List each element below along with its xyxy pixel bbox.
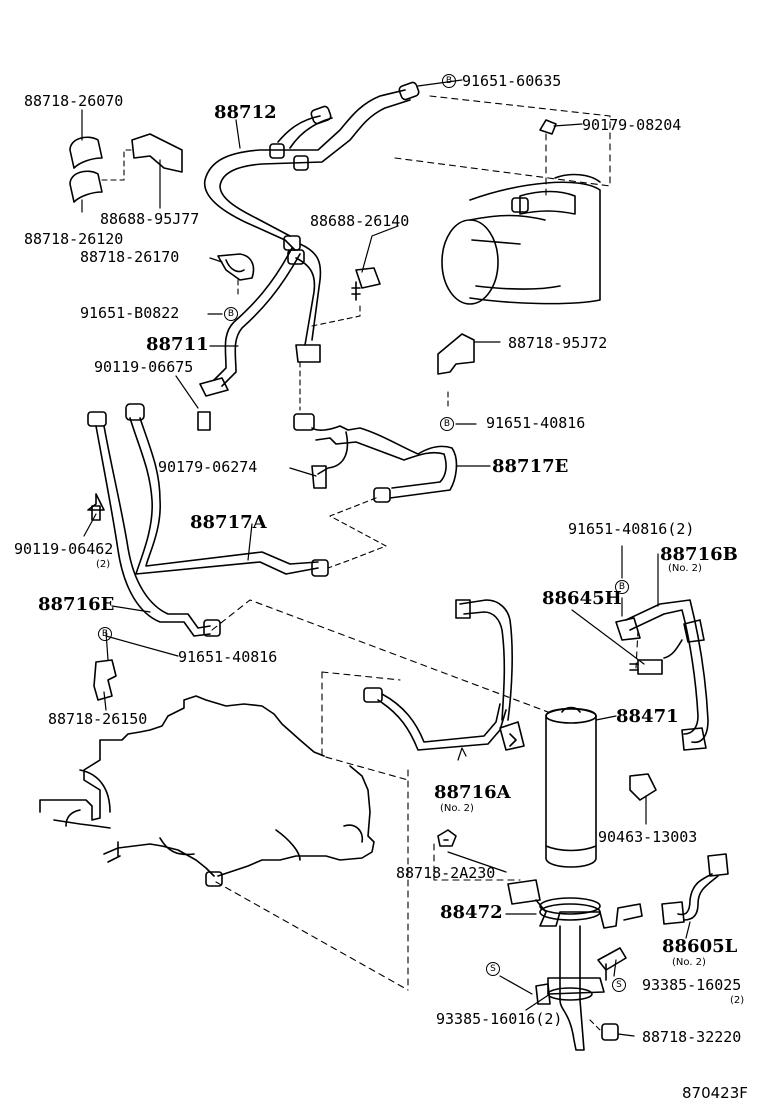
pipe-88717A [87, 403, 329, 637]
label-91651-B0822: 91651-B0822 [80, 304, 180, 322]
label-93385-16025: 93385-16025 [642, 976, 742, 994]
bolt-marker-b: B [224, 307, 238, 321]
label-90179-06274: 90179-06274 [158, 458, 258, 476]
label-93385-16016: 93385-16016(2) [436, 1010, 563, 1028]
label-88712: 88712 [214, 102, 277, 123]
label-88718-26170: 88718-26170 [80, 248, 180, 266]
clamp-88718-26150 [93, 659, 117, 701]
hose-88716A [363, 599, 525, 751]
bolt-marker-b: B [440, 417, 454, 431]
label-88716E: 88716E [38, 594, 115, 615]
label-88605L: 88605L [662, 936, 738, 957]
under-cover-panel [39, 695, 375, 887]
receiver-dryer-88471 [545, 706, 657, 868]
label-90179-08204: 90179-08204 [582, 116, 682, 134]
bolt-marker-b: B [615, 580, 629, 594]
label-91651-40816-2: 91651-40816(2) [568, 520, 695, 538]
label-88716A: 88716A [434, 782, 511, 803]
label-88718-26120: 88718-26120 [24, 230, 124, 248]
switch-88605L [661, 853, 729, 925]
clamps-top-left [69, 133, 475, 431]
clip-88718-2A230 [437, 829, 457, 847]
label-88718-26070: 88718-26070 [24, 92, 124, 110]
label-88716B: 88716B [660, 544, 738, 565]
qty-93385-16025: (2) [730, 995, 745, 1006]
hose-88711 [199, 247, 301, 397]
label-88717A: 88717A [190, 512, 267, 533]
label-88718-32220: 88718-32220 [642, 1028, 742, 1046]
pipe-88717E [293, 361, 458, 569]
label-88645H: 88645H [542, 588, 622, 609]
bracket-88472 [507, 879, 643, 1051]
label-90119-06675: 90119-06675 [94, 358, 194, 376]
hose-88712 [203, 81, 420, 363]
label-88717E: 88717E [492, 456, 569, 477]
note-88716B: (No. 2) [668, 563, 702, 574]
note-88716A: (No. 2) [440, 803, 474, 814]
label-88711: 88711 [146, 334, 209, 355]
leader-lines [81, 79, 691, 1037]
bolt-marker-b: B [442, 74, 456, 88]
compressor [394, 95, 611, 305]
label-90119-06462: 90119-06462 [14, 540, 114, 558]
hose-88716B [615, 599, 709, 751]
label-90463-13003: 90463-13003 [598, 828, 698, 846]
bolt-marker-b: B [98, 627, 112, 641]
label-88472: 88472 [440, 902, 503, 923]
note-88605L: (No. 2) [672, 957, 706, 968]
label-91651-40816-b: 91651-40816 [178, 648, 278, 666]
qty-90119-06462: (2) [96, 559, 111, 570]
label-88718-2A230: 88718-2A230 [396, 864, 496, 882]
stud-marker-s: S [486, 962, 500, 976]
label-88471: 88471 [616, 706, 679, 727]
label-88688-26140: 88688-26140 [310, 212, 410, 230]
label-88718-95J72: 88718-95J72 [508, 334, 608, 352]
figure-reference: 870423F [682, 1084, 748, 1102]
dashed-leaders [211, 599, 639, 991]
label-88718-26150: 88718-26150 [48, 710, 148, 728]
label-91651-60635: 91651-60635 [462, 72, 562, 90]
label-91651-40816: 91651-40816 [486, 414, 586, 432]
stud-marker-s: S [612, 978, 626, 992]
label-88688-95J77: 88688-95J77 [100, 210, 200, 228]
